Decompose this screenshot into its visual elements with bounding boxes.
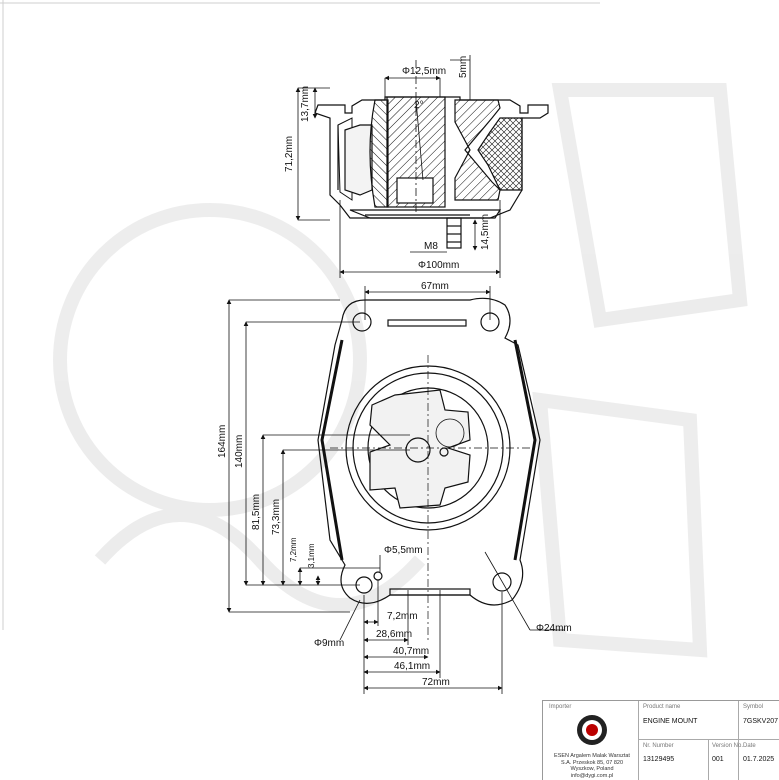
dim-28-6: 28,6mm [376,629,412,640]
dim-thread: M8 [424,241,438,252]
date-value: 01.7.2025 [743,756,775,763]
dim-hole-spacing: 140mm [234,435,245,468]
version-label: Version No. [712,743,744,749]
dim-angle: 2° [414,100,424,111]
number-label: Nr. Number [643,743,674,749]
date-label: Date [743,743,756,749]
symbol-label: Symbol [743,704,764,710]
dim-7-2-vertical: 7,2mm [289,537,298,562]
dim-width: 72mm [422,677,450,688]
dim-spacing-top: 67mm [421,281,449,292]
dim-7-2-horizontal: 7,2mm [387,611,418,622]
dim-hole-small: Φ5,5mm [384,545,423,556]
company-logo [575,713,609,747]
dim-length: 164mm [217,425,228,458]
importer-label: Importer [549,704,572,710]
watermark-logo [53,83,748,658]
title-block: Importer ESEN Argalem Malak Warsztat S.A… [542,700,779,780]
section-view [314,60,549,249]
dim-bolt-len: 5mm [458,56,469,78]
dim-46-1: 46,1mm [394,661,430,672]
company-address: ESEN Argalem Malak Warsztat S.A. Przesko… [554,753,630,779]
number-value: 13129495 [643,756,675,763]
dim-stud: 14,5mm [480,214,491,250]
dim-offset: 13,7mm [300,86,311,122]
dim-boss: Φ24mm [536,623,572,634]
dim-40-7: 40,7mm [393,646,429,657]
product-name: ENGINE MOUNT [643,718,698,725]
dim-hole-mount: Φ9mm [314,638,344,649]
dim-height: 71,2mm [284,136,295,172]
plan-view [317,297,541,640]
dim-73-3: 73,3mm [271,499,282,535]
dim-3-1: 3,1mm [307,543,316,568]
dim-81-5: 81,5mm [251,494,262,530]
version-value: 001 [712,756,724,763]
symbol-value: 7GSKV207 [743,718,779,725]
dim-hole: Φ12,5mm [402,66,446,77]
product-name-label: Product name [643,704,681,710]
dim-diameter: Φ100mm [418,260,459,271]
